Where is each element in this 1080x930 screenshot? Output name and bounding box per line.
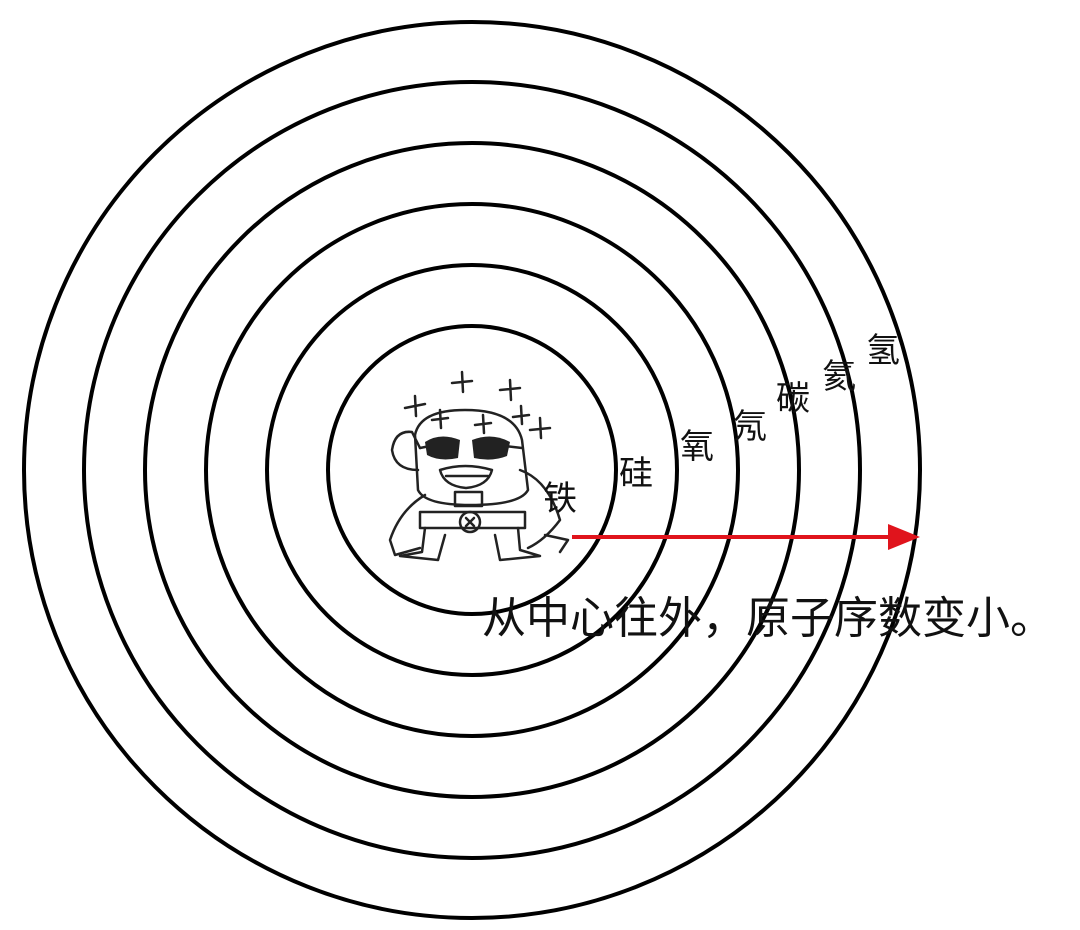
ring-1 bbox=[326, 324, 618, 616]
element-label-hydrogen: 氢 bbox=[866, 331, 900, 371]
red-arrow-icon bbox=[572, 524, 920, 550]
element-labels: 铁 硅 氧 氖 碳 氦 氢 bbox=[543, 331, 900, 519]
element-label-silicon: 硅 bbox=[619, 454, 653, 494]
ring-2 bbox=[265, 263, 679, 677]
ring-6 bbox=[22, 20, 922, 920]
element-label-neon: 氖 bbox=[733, 407, 767, 447]
element-label-iron: 铁 bbox=[543, 479, 577, 519]
ring-4 bbox=[143, 141, 801, 799]
caption-text: 从中心往外，原子序数变小。 bbox=[482, 593, 1054, 644]
iron-cartoon-character-icon bbox=[388, 370, 570, 562]
dizzy-stars-icon bbox=[403, 370, 552, 440]
element-label-oxygen: 氧 bbox=[680, 427, 714, 467]
element-label-carbon: 碳 bbox=[776, 379, 810, 419]
ring-3 bbox=[204, 202, 740, 738]
concentric-rings bbox=[22, 20, 922, 920]
element-label-helium: 氦 bbox=[822, 357, 856, 397]
ring-5 bbox=[82, 80, 862, 860]
